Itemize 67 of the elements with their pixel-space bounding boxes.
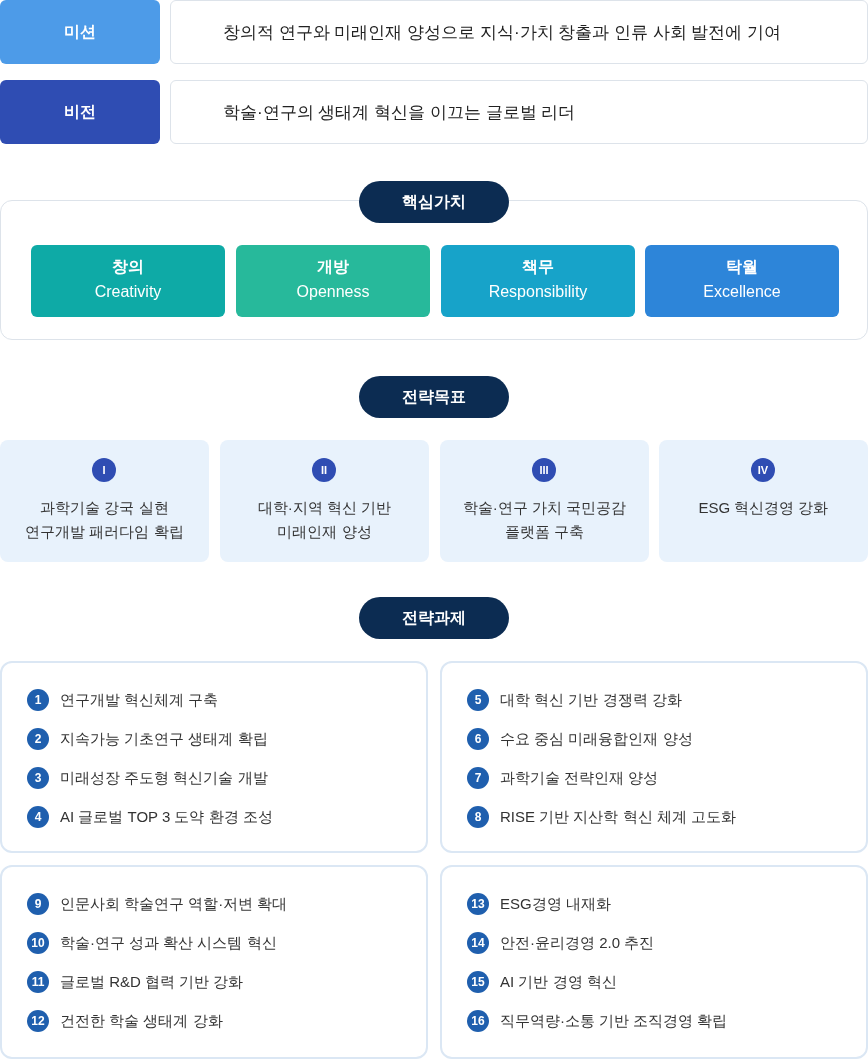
numeral-badge: II: [312, 458, 336, 482]
value-card: [236, 245, 430, 317]
value-subtitle: Excellence: [702, 283, 782, 301]
section-pill: 핵심가치: [359, 181, 509, 223]
value-card: [645, 245, 839, 317]
value-title: 창의: [111, 257, 145, 277]
label-tag: 미션: [0, 0, 160, 64]
task-text: 연구개발 혁신체계 구축: [60, 690, 219, 710]
number-badge: 16: [467, 1010, 489, 1032]
number-badge: 13: [467, 893, 489, 915]
task-text: RISE 기반 지산학 혁신 체계 고도화: [500, 807, 736, 827]
number-badge: 15: [467, 971, 489, 993]
number-badge: 4: [27, 806, 49, 828]
number-badge: 10: [27, 932, 49, 954]
task-text: ESG경영 내재화: [500, 894, 611, 914]
number-badge: 9: [27, 893, 49, 915]
number-badge: 1: [27, 689, 49, 711]
value-card: [31, 245, 225, 317]
numeral-badge: IV: [751, 458, 775, 482]
task-text: 직무역량·소통 기반 조직경영 확립: [500, 1011, 728, 1031]
goal-text: 대학·지역 혁신 기반 미래인재 양성: [256, 498, 393, 542]
statement-box: 창의적 연구와 미래인재 양성으로 지식·가치 창출과 인류 사회 발전에 기여: [170, 0, 868, 64]
number-badge: 8: [467, 806, 489, 828]
numeral-badge: III: [532, 458, 556, 482]
label-tag: 비전: [0, 80, 160, 144]
goal-text: 학술·연구 가치 국민공감 플랫폼 구축: [461, 498, 628, 542]
number-badge: 12: [27, 1010, 49, 1032]
goal-card: [440, 440, 649, 562]
value-title: 개방: [316, 257, 350, 277]
goal-card: [0, 440, 209, 562]
task-text: 과학기술 전략인재 양성: [500, 768, 659, 788]
section-pill: 전략목표: [359, 376, 509, 418]
task-text: 미래성장 주도형 혁신기술 개발: [60, 768, 268, 788]
task-panel: [440, 865, 868, 1059]
number-badge: 14: [467, 932, 489, 954]
number-badge: 11: [27, 971, 49, 993]
task-text: 건전한 학술 생태계 강화: [60, 1011, 223, 1031]
goal-text: 과학기술 강국 실현 연구개발 패러다임 확립: [24, 498, 185, 542]
task-text: 학술·연구 성과 확산 시스템 혁신: [60, 933, 277, 953]
value-subtitle: Openness: [295, 283, 371, 301]
goal-text: ESG 혁신경영 강화: [697, 498, 830, 518]
number-badge: 5: [467, 689, 489, 711]
task-text: 대학 혁신 기반 경쟁력 강화: [500, 690, 682, 710]
task-panel: [0, 865, 428, 1059]
task-text: AI 글로벌 TOP 3 도약 환경 조성: [60, 807, 273, 827]
goal-card: [220, 440, 429, 562]
section-pill: 전략과제: [359, 597, 509, 639]
value-subtitle: Creativity: [93, 283, 163, 301]
number-badge: 7: [467, 767, 489, 789]
value-title: 책무: [521, 257, 555, 277]
value-subtitle: Responsibility: [487, 283, 589, 301]
task-panel: [440, 661, 868, 853]
value-card: [441, 245, 635, 317]
statement-box: 학술·연구의 생태계 혁신을 이끄는 글로벌 리더: [170, 80, 868, 144]
task-text: 글로벌 R&D 협력 기반 강화: [60, 972, 244, 992]
task-text: AI 기반 경영 혁신: [500, 972, 617, 992]
value-title: 탁월: [725, 257, 759, 277]
task-text: 수요 중심 미래융합인재 양성: [500, 729, 693, 749]
number-badge: 3: [27, 767, 49, 789]
task-text: 지속가능 기초연구 생태계 확립: [60, 729, 268, 749]
numeral-badge: I: [92, 458, 116, 482]
task-text: 안전·윤리경영 2.0 추진: [500, 933, 655, 953]
goal-card: [659, 440, 868, 562]
number-badge: 2: [27, 728, 49, 750]
number-badge: 6: [467, 728, 489, 750]
task-text: 인문사회 학술연구 역할·저변 확대: [60, 894, 288, 914]
task-panel: [0, 661, 428, 853]
